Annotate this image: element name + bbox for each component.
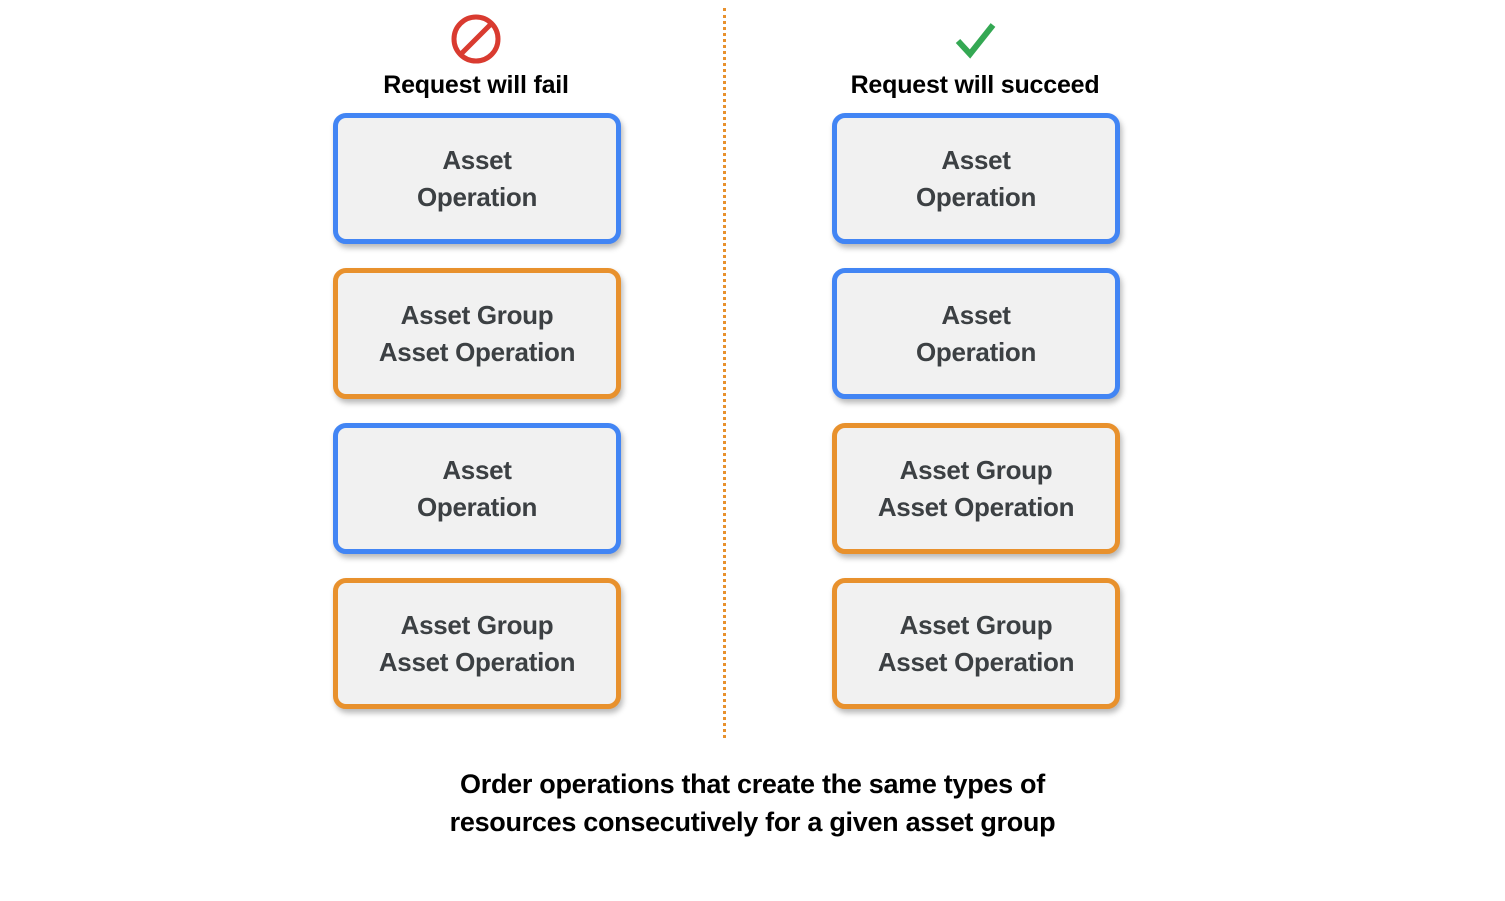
column-header-succeed: Request will succeed	[825, 12, 1125, 100]
card-label: Asset Operation	[915, 144, 1037, 212]
card-stack-fail: Asset Operation Asset Group Asset Operat…	[333, 113, 621, 733]
card-asset-operation[interactable]: Asset Operation	[832, 113, 1120, 244]
card-label: Asset Operation	[416, 144, 538, 212]
card-asset-group-asset-operation[interactable]: Asset Group Asset Operation	[832, 578, 1120, 709]
card-label: Asset Group Asset Operation	[877, 609, 1075, 677]
card-label: Asset Operation	[416, 454, 538, 522]
column-title-fail: Request will fail	[383, 71, 569, 99]
card-asset-operation[interactable]: Asset Operation	[333, 113, 621, 244]
card-asset-group-asset-operation[interactable]: Asset Group Asset Operation	[832, 423, 1120, 554]
diagram-caption: Order operations that create the same ty…	[449, 769, 1056, 837]
card-label: Asset Group Asset Operation	[877, 454, 1075, 522]
card-label: Asset Operation	[915, 299, 1037, 367]
card-stack-succeed: Asset Operation Asset Operation Asset Gr…	[832, 113, 1120, 733]
card-label: Asset Group Asset Operation	[378, 299, 576, 367]
checkmark-icon	[955, 23, 996, 59]
column-title-succeed: Request will succeed	[850, 71, 1100, 99]
card-asset-operation[interactable]: Asset Operation	[832, 268, 1120, 399]
card-asset-group-asset-operation[interactable]: Asset Group Asset Operation	[333, 268, 621, 399]
card-asset-operation[interactable]: Asset Operation	[333, 423, 621, 554]
card-asset-group-asset-operation[interactable]: Asset Group Asset Operation	[333, 578, 621, 709]
column-header-fail: Request will fail	[326, 12, 626, 100]
prohibited-icon	[451, 14, 501, 64]
vertical-dotted-divider	[723, 8, 726, 738]
card-label: Asset Group Asset Operation	[378, 609, 576, 677]
